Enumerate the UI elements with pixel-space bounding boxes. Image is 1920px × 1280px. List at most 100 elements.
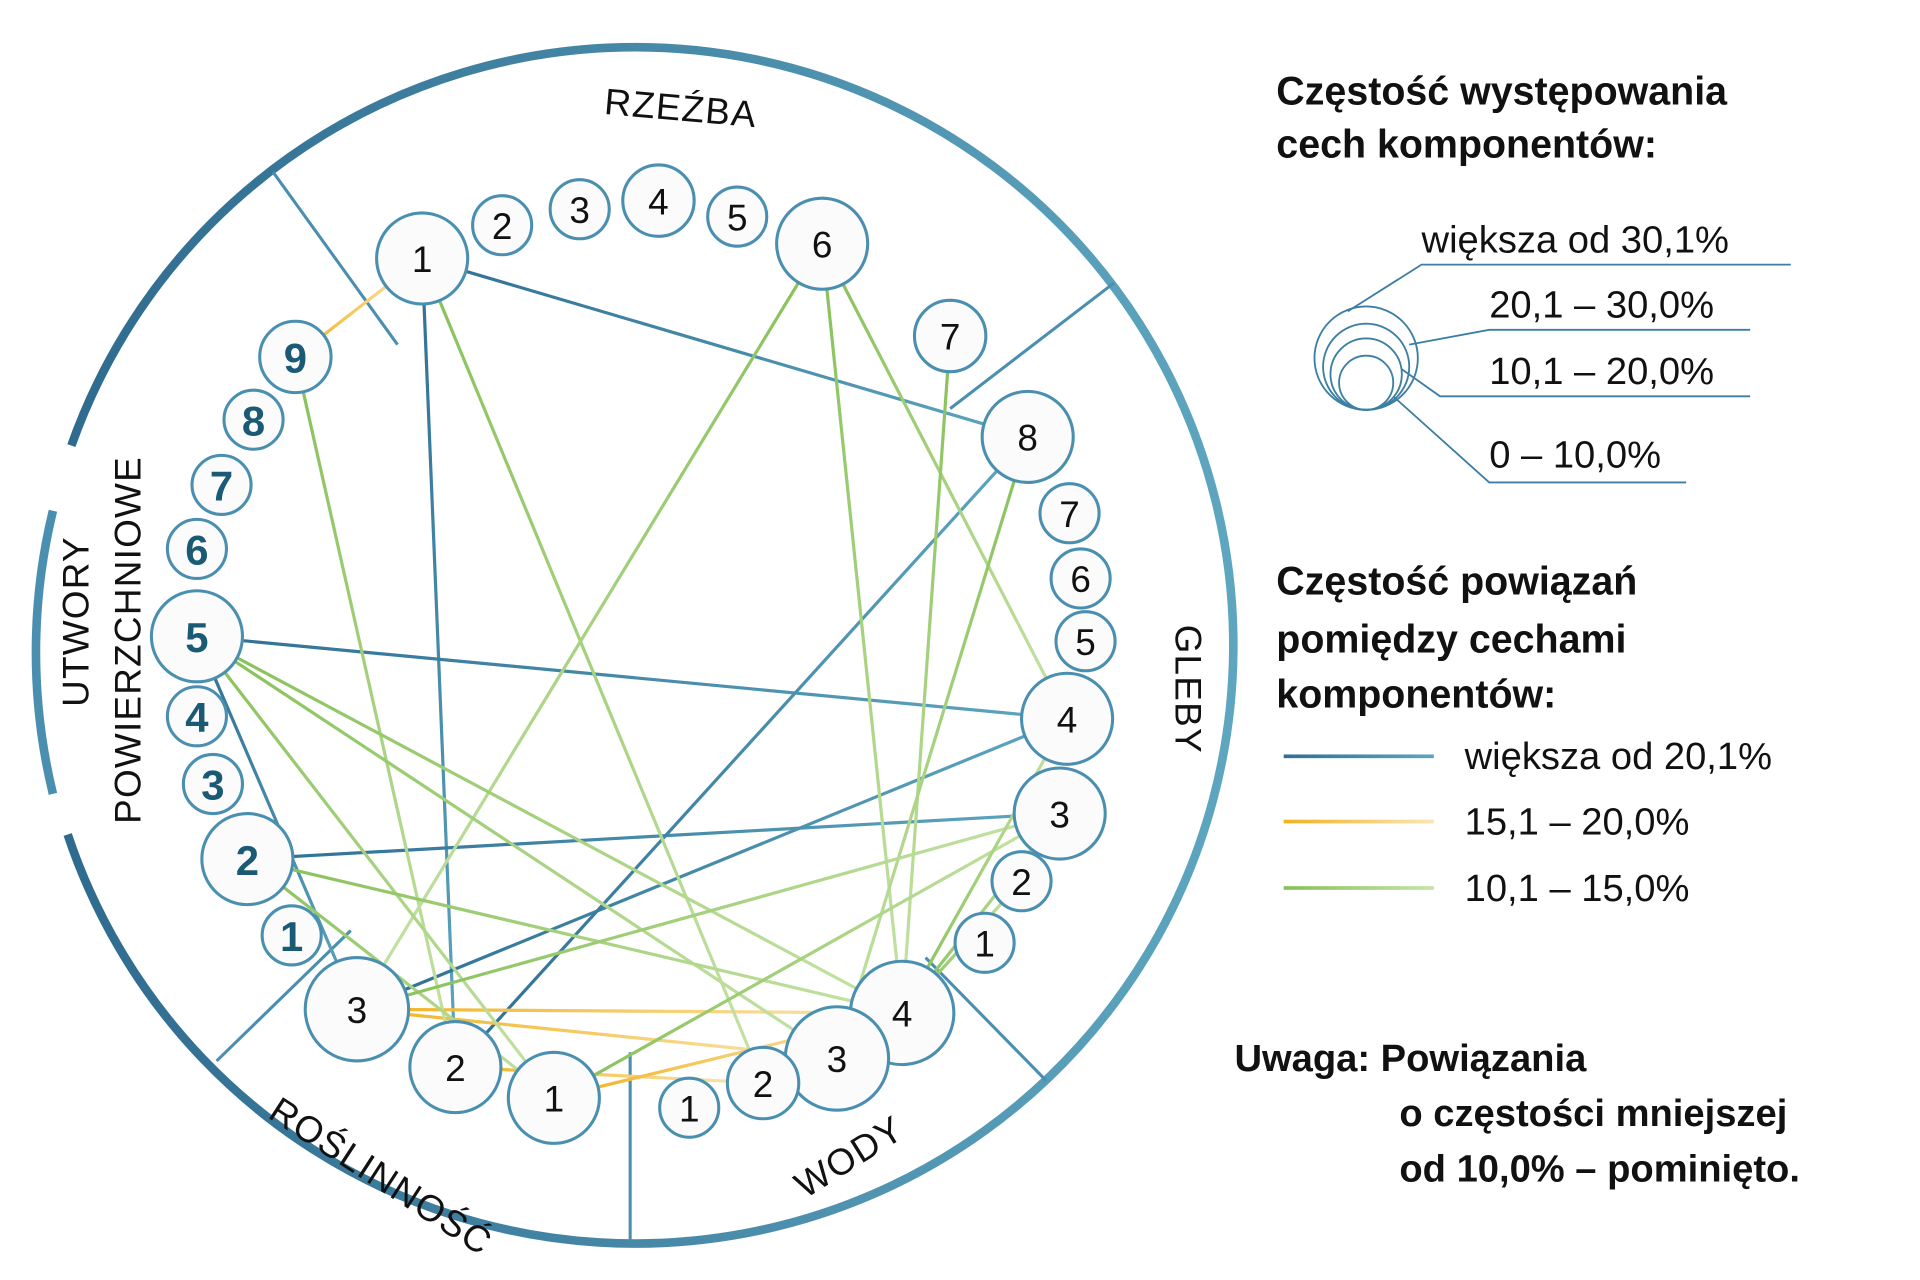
node-circle: [990, 850, 1053, 913]
legend-swatch-low: [1283, 886, 1434, 890]
node-utwory-5: 5: [149, 589, 244, 684]
node-label: 5: [1075, 622, 1096, 663]
link-legend-title-3: komponentów:: [1276, 673, 1556, 717]
node-circle: [1020, 671, 1115, 766]
node-wody-2: 2: [725, 1045, 801, 1121]
node-gleby-6: 6: [1049, 547, 1112, 610]
node-label: 8: [1017, 418, 1038, 459]
legend-label-mid: 15,1 – 20,0%: [1465, 800, 1690, 843]
size-label-4: większa od 30,1%: [1421, 218, 1729, 261]
node-label: 3: [569, 190, 590, 231]
node-gleby-1: 1: [953, 911, 1016, 974]
node-roslinnosc-1: 1: [506, 1050, 601, 1145]
node-utwory-1: 1: [260, 904, 323, 967]
node-label: 3: [201, 762, 224, 809]
node-label: 1: [412, 239, 433, 280]
node-rzezba-1: 1: [375, 211, 470, 306]
note-line-2: o częstości mniejszej: [1399, 1092, 1787, 1135]
node-label: 1: [974, 924, 995, 965]
size-circle-4: [1313, 305, 1419, 411]
link-R1-P2-high: [420, 258, 457, 1068]
node-gleby-4: 4: [1020, 671, 1115, 766]
link-legend: Częstość powiązań pomiędzy cechami kompo…: [1276, 559, 1772, 909]
note: Uwaga: Powiązania o częstości mniejszej …: [1234, 1037, 1799, 1191]
node-rzezba-3: 3: [548, 178, 611, 241]
node-circle: [706, 185, 769, 248]
node-circle: [980, 389, 1075, 485]
size-label-3: 20,1 – 30,0%: [1489, 284, 1714, 327]
node-label: 5: [185, 614, 208, 661]
link-U5-W4-low: [196, 634, 903, 1015]
size-circle-1: [1338, 354, 1395, 411]
node-circle: [200, 812, 295, 907]
node-utwory-8: 8: [222, 388, 285, 451]
link-U2-P1-low: [246, 857, 555, 1100]
node-circle: [303, 956, 411, 1063]
node-utwory-9: 9: [258, 319, 333, 395]
node-label: 9: [284, 335, 307, 382]
node-circle: [260, 904, 323, 967]
node-label: 6: [1070, 559, 1091, 600]
group-label-roslinnosc: ROŚLINNOŚĆ: [262, 1088, 500, 1263]
group-label-gleby: GLEBY: [1167, 625, 1208, 754]
node-utwory-2: 2: [200, 812, 295, 907]
size-circle-3: [1322, 322, 1411, 411]
node-label: 2: [236, 837, 259, 884]
node-label: 4: [185, 694, 209, 741]
link-R7-W4-low: [900, 335, 952, 1014]
node-circle: [222, 388, 285, 451]
link-legend-title-2: pomiędzy cechami: [1276, 617, 1626, 661]
node-circle: [548, 178, 611, 241]
node-circle: [658, 1076, 721, 1139]
link-P3-G4-high: [356, 717, 1068, 1011]
node-utwory-3: 3: [181, 752, 244, 816]
node-circle: [165, 685, 228, 748]
node-circle: [165, 517, 228, 580]
node-label: 4: [648, 181, 669, 222]
node-circle: [1049, 547, 1112, 610]
node-circle: [149, 589, 244, 684]
link-R6-W4-low: [820, 243, 904, 1014]
node-rzezba-7: 7: [912, 298, 988, 374]
node-utwory-4: 4: [165, 685, 228, 748]
sector-dividers: [215, 171, 1115, 1241]
node-label: 8: [242, 397, 265, 444]
node-roslinnosc-2: 2: [408, 1020, 503, 1115]
node-gleby-2: 2: [990, 850, 1053, 913]
group-label-wody: WODY: [787, 1108, 910, 1206]
node-circle: [408, 1020, 503, 1115]
link-P2-R8-high: [454, 435, 1029, 1069]
outer-ring: [31, 42, 1238, 1248]
note-line-1: Uwaga: Powiązania: [1234, 1037, 1587, 1080]
node-label: 1: [280, 913, 303, 960]
size-legend-title-1: Częstość występowania: [1276, 70, 1728, 114]
node-label: 2: [753, 1064, 774, 1105]
node-label: 7: [210, 463, 233, 510]
node-label: 6: [812, 224, 833, 265]
link-U5-P1-low: [195, 635, 556, 1099]
link-legend-title-1: Częstość powiązań: [1276, 559, 1637, 603]
node-label: 7: [940, 317, 961, 358]
link-R6-P3-low: [355, 242, 824, 1011]
node-circle: [1038, 482, 1101, 545]
node-label: 2: [445, 1048, 466, 1089]
legend-swatch-mid: [1283, 819, 1434, 824]
node-label: 2: [1011, 862, 1032, 903]
node-label: 4: [892, 994, 913, 1035]
link-U5-G4-high: [196, 634, 1068, 721]
node-rzezba-4: 4: [621, 163, 696, 238]
node-wody-3: 3: [783, 1005, 891, 1112]
node-wody-1: 1: [658, 1076, 721, 1139]
node-circle: [621, 163, 696, 238]
size-label-1: 0 – 10,0%: [1489, 434, 1661, 477]
node-circle: [912, 298, 988, 374]
size-legend: Częstość występowania cech komponentów: …: [1276, 70, 1791, 484]
link-P1-G3-low: [553, 812, 1061, 1100]
legend-swatch-high: [1283, 754, 1434, 759]
node-circle: [953, 911, 1016, 974]
node-rzezba-5: 5: [706, 185, 769, 248]
link-R6-G4-low: [820, 242, 1069, 720]
size-legend-title-2: cech komponentów:: [1276, 123, 1657, 167]
